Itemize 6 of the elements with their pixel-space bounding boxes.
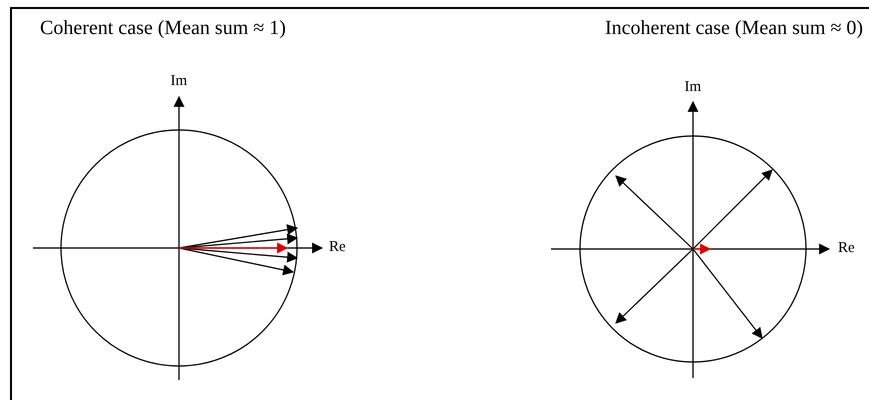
- axis-label: Re: [838, 241, 855, 256]
- axis-label: Im: [170, 74, 188, 89]
- panel-title: Incoherent case (Mean sum ≈ 0): [605, 18, 864, 38]
- axis-label: Im: [684, 80, 702, 95]
- panel-title: Coherent case (Mean sum ≈ 1): [40, 18, 286, 38]
- axis-label: Re: [329, 240, 346, 255]
